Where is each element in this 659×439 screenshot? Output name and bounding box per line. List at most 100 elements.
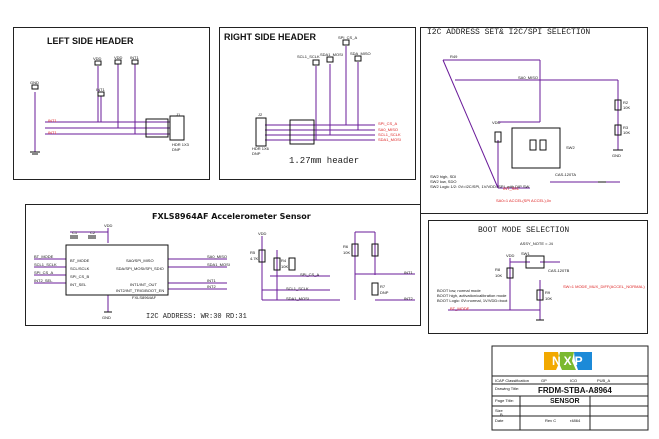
accel-net-r6: R6 <box>343 244 349 249</box>
accel-net-r7: R7 <box>380 284 386 289</box>
boot-net-bt-mode: BT_MODE <box>450 306 470 311</box>
tb-row-3: Size <box>495 408 503 413</box>
tb-row-4: Date <box>495 418 504 423</box>
i2c-logic-note-1: SW2 high, SDI <box>430 174 457 179</box>
tb-value-0: GP <box>541 378 547 383</box>
accel-net-r5-val: 4.7K <box>250 256 259 261</box>
signal-spi-cs-a: SPI_CS_A <box>378 121 398 126</box>
net-r3-val: 10K <box>623 130 631 135</box>
net-r2-val: 10K <box>623 105 631 110</box>
accel-net-spi-cs: SPI_CS_A <box>300 272 320 277</box>
signal-sa0-miso: SA0_MISO <box>378 127 399 132</box>
net-r49: R49 <box>450 54 458 59</box>
tb-value-2: PUB_A <box>597 378 611 383</box>
i2c-logic-note-3: SW2 Logic 1/2: 0V=I2C/SPI, 1V/VDD=SPI, w… <box>430 184 530 189</box>
accel-pin-left-3: INT2_SEL <box>34 278 53 283</box>
net-label-sda-mosi: SDA1_MOSI <box>320 52 343 57</box>
accel-net-c2: C2 <box>90 230 96 235</box>
boot-red-note: SW=1 MODE_MUX_DIFF(ACCEL_NORMAL) <box>563 284 645 289</box>
boot-net-switch: CAS-120TB <box>548 268 570 273</box>
boot-net-r8-val: 10K <box>495 273 503 278</box>
signal-int1-a: INT1 <box>48 118 57 123</box>
board-title: FRDM-STBA-A8964 <box>538 386 612 395</box>
nxp-logo: NXP <box>544 352 594 370</box>
boot-net-sw1: SW1 <box>521 251 530 256</box>
i2c-red-signal: INT_SEL <box>503 186 520 191</box>
i2c-red-note: SA0=1 ACCEL(SPI ACCEL),0x <box>496 198 552 203</box>
boot-note-3: BOOT Logic: 0V=normal, 1V/VDD=boot <box>437 298 508 303</box>
i2c-logic-note-2: SW2 low, SDO <box>430 179 457 184</box>
accel-i2c-address-note: I2C ADDRESS: WR:30 RD:31 <box>146 313 247 321</box>
signal-scl-sclk: SCL1_SCLK <box>378 132 401 137</box>
sheet-title: SENSOR <box>550 398 580 405</box>
right-header-frame <box>219 27 416 180</box>
tb-value-4: Rev C <box>545 418 557 423</box>
net-label-vdd-2: VDD <box>114 55 123 60</box>
boot-net-assy: ASSY_NOTE = J4 <box>520 241 553 246</box>
accel-net-r6-val: 10K <box>343 250 351 255</box>
net-label-sda-miso: SDA_MISO <box>350 51 371 56</box>
tb-row-2: Page Title: <box>495 398 514 403</box>
i2c-selection-frame <box>420 27 648 214</box>
accel-net-int1: INT1 <box>404 270 413 275</box>
accel-pin-left-0: BT_MODE <box>34 254 54 259</box>
accel-net-int2: INT2 <box>404 296 413 301</box>
accel-frame <box>25 204 421 326</box>
accel-net-r4-val: 10K <box>281 264 289 269</box>
accel-pin-left-1: SCL1_SCLK <box>34 262 57 267</box>
accel-net-vdd-right: VDD <box>258 231 267 236</box>
accel-pin-right-1: SDA1_MOSI <box>207 262 230 267</box>
boot-net-vdd: VDD <box>506 253 515 258</box>
tb-row-0: ICAP Classification <box>495 378 529 383</box>
net-sa0-miso: SA0_MISO <box>518 75 539 80</box>
accel-pin-right-2: INT1 <box>207 278 216 283</box>
connector-j1-note: HDR 1X3 DNP <box>172 142 189 152</box>
i2c-section-title: I2C ADDRESS SET& I2C/SPI SELECTION <box>427 28 591 37</box>
accel-section-title: FXLS8964AF Accelerometer Sensor <box>152 212 311 221</box>
connector-j2-note: HDR 1X6 DNP <box>252 146 269 156</box>
accel-net-r5: R5 <box>250 250 256 255</box>
net-label-vdd-1: VDD <box>93 56 102 61</box>
accel-chip-left-2: SPI_CS_B <box>70 274 90 279</box>
accel-net-gnd: GND <box>102 315 111 320</box>
accel-chip-right-2: INT1/INT_OUT <box>130 282 157 287</box>
connector-j1: J1 <box>176 112 181 117</box>
boot-net-r9-val: 10K <box>545 296 553 301</box>
right-header-note: 1.27mm header <box>289 156 360 166</box>
accel-net-scl: SCL1_SCLK <box>286 286 309 291</box>
nxp-logo-text: NXP <box>552 354 586 368</box>
boot-note-2: BOOT high, activation/calibration mode <box>437 293 507 298</box>
net-sw2: SW2 <box>566 145 575 150</box>
boot-net-r8: R8 <box>495 267 501 272</box>
net-label-spi-cs: SPI_CS_A <box>338 35 358 40</box>
right-header-title: RIGHT SIDE HEADER <box>224 32 317 42</box>
net-vdd-i2c: VDD <box>492 120 501 125</box>
accel-net-vdd-top: VDD <box>104 223 113 228</box>
net-r3: R3 <box>623 125 629 130</box>
accel-chip-right-3: INT2/INT_TRIG/BOOT_EN <box>116 288 165 293</box>
accel-chip-left-1: SCL/SCLK <box>70 266 90 271</box>
accel-net-r7-val: DNP <box>380 290 389 295</box>
connector-j2: J2 <box>258 112 263 117</box>
accel-chip-right-1: SDA/SPI_MOSI/SPI_SDIO <box>116 266 164 271</box>
net-label-int1-top: INT1 <box>130 55 139 60</box>
accel-net-c1: C1 <box>72 230 78 235</box>
net-gnd-i2c: GND <box>612 153 621 158</box>
accel-chip-left-0: BT_MODE <box>70 258 90 263</box>
tb-value-5: r4864 <box>570 418 581 423</box>
switch-label-i2c: CAS-120TA <box>555 172 577 177</box>
net-label-gnd: GND <box>30 80 39 85</box>
accel-net-sda: SDA1_MOSI <box>286 296 309 301</box>
accel-chip-right-0: SA0/SPI_MISO <box>126 258 154 263</box>
left-header-frame <box>13 27 210 180</box>
accel-pin-right-0: SA0_MISO <box>207 254 228 259</box>
accel-chip-name: FXLS8964AF <box>132 295 157 300</box>
signal-int1-b: INT1 <box>48 130 57 135</box>
boot-note-1: BOOT low, normal mode <box>437 288 481 293</box>
accel-pin-left-2: SPI_CS_A <box>34 270 54 275</box>
tb-value-1: ICO <box>570 378 578 383</box>
net-r2: R2 <box>623 100 629 105</box>
tb-value-3: B <box>500 412 503 417</box>
tb-row-1: Drawing Title: <box>495 386 520 391</box>
